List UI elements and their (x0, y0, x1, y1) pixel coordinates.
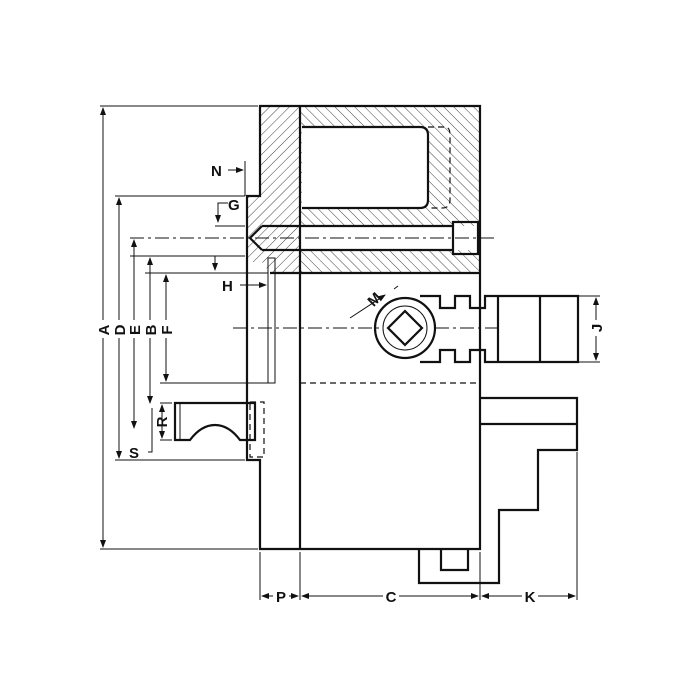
section-hatching (247, 106, 480, 273)
label-D: D (112, 324, 129, 335)
label-N: N (211, 163, 222, 180)
dimension-lines (100, 105, 600, 600)
label-E: E (127, 325, 144, 335)
label-P: P (276, 589, 286, 606)
label-R: R (154, 416, 171, 427)
label-J: J (589, 324, 606, 332)
label-B: B (143, 324, 160, 335)
label-A: A (96, 324, 113, 335)
label-C: C (386, 589, 397, 606)
jaw-upper (373, 294, 580, 364)
label-K: K (525, 589, 536, 606)
chuck-key (173, 401, 265, 458)
chuck-body (130, 104, 495, 551)
label-H: H (222, 278, 233, 295)
label-G: G (228, 197, 240, 214)
jaw-lower (417, 396, 579, 585)
dimension-labels: A D E B F N G H M J R S P C K (96, 163, 606, 606)
label-S: S (129, 445, 139, 462)
label-F: F (159, 325, 176, 334)
